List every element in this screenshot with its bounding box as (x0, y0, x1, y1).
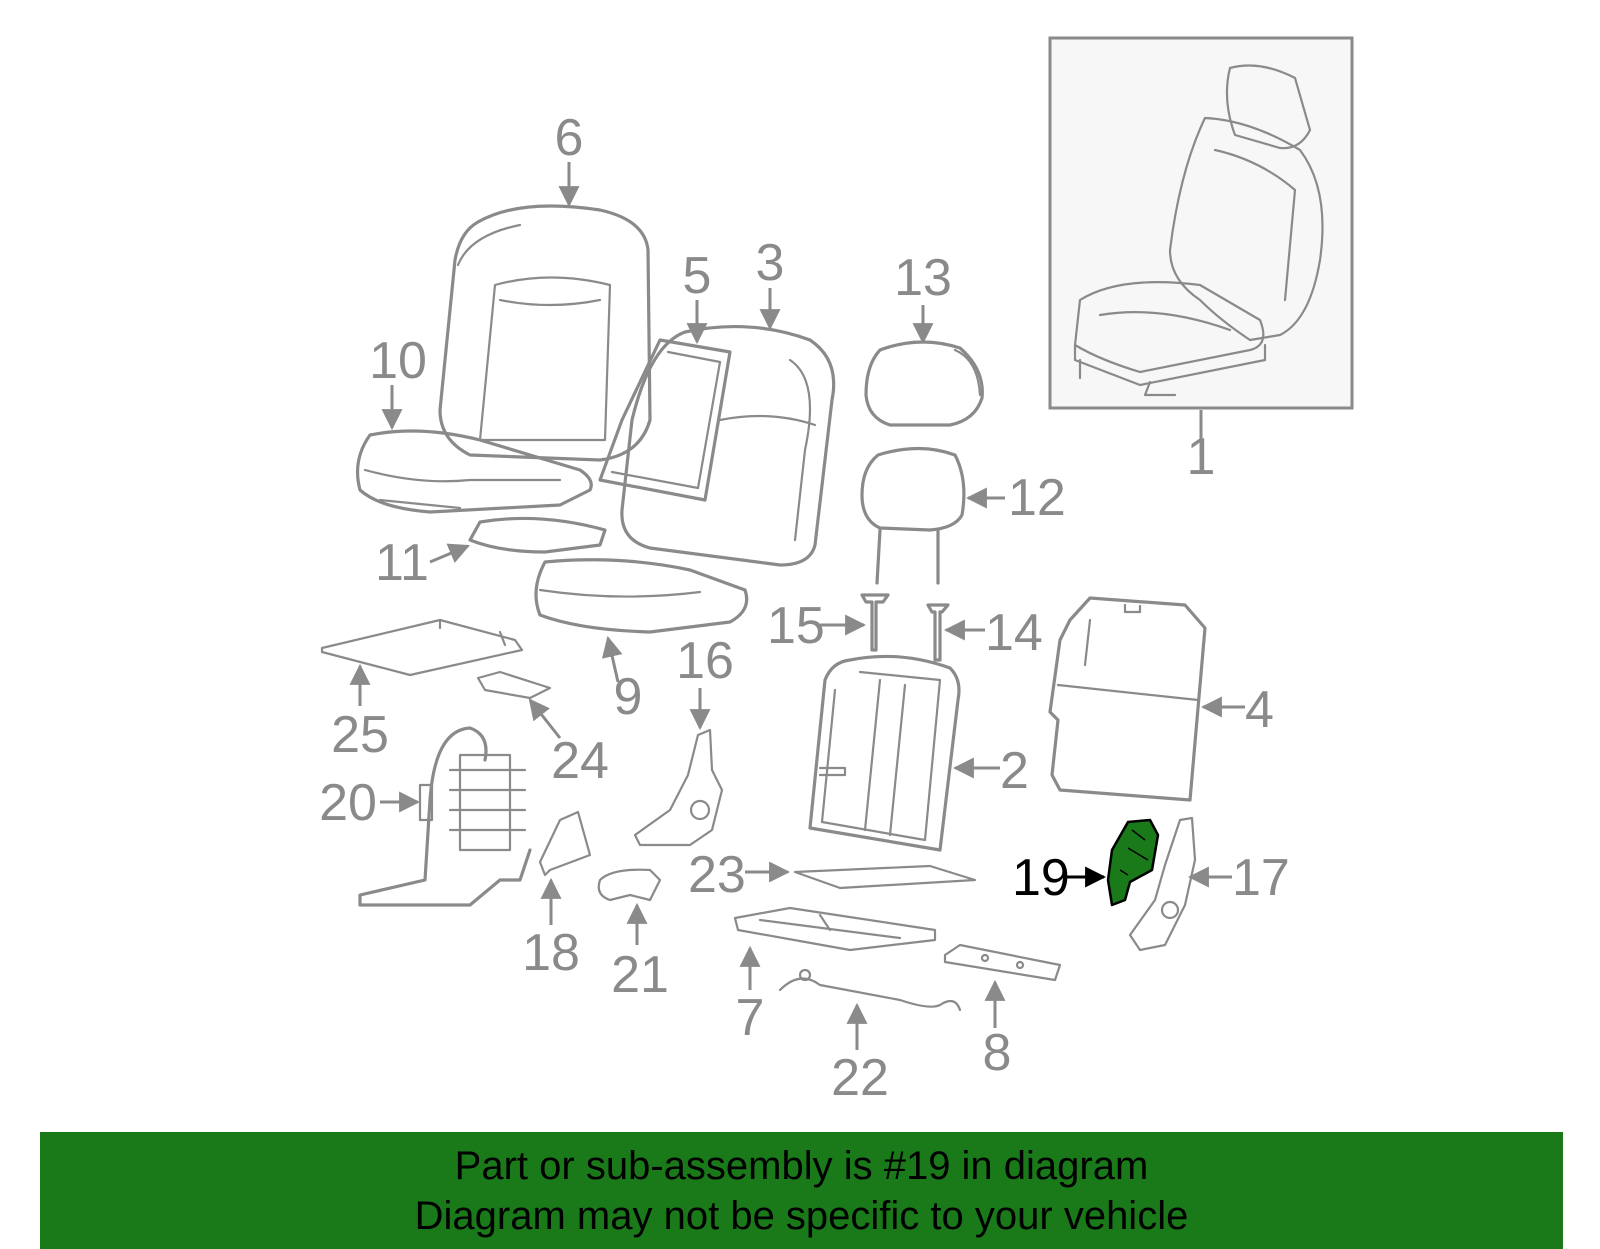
callout-1: 1 (1187, 428, 1216, 486)
part-14-headrest-guide (926, 603, 985, 662)
part-7-seat-pan (733, 906, 937, 990)
callout-4: 4 (1245, 681, 1274, 739)
part-1-complete-seat (1048, 36, 1354, 455)
part-8-rail-trim (943, 943, 1062, 1028)
callout-11: 11 (375, 534, 429, 592)
callout-13: 13 (894, 249, 952, 307)
part-6-seat-back-cover (438, 162, 652, 462)
callout-23: 23 (688, 846, 746, 904)
part-16-recliner-plate (633, 688, 724, 847)
part-17-side-plate (1128, 816, 1232, 952)
part-21-trim-cover (597, 868, 662, 945)
part-18-side-bracket (538, 810, 592, 925)
part-22-wire-harness (778, 968, 962, 1050)
callout-12: 12 (1008, 469, 1066, 527)
callout-24: 24 (551, 732, 609, 790)
callout-2: 2 (1000, 742, 1029, 800)
callout-9: 9 (614, 668, 643, 726)
callout-10: 10 (369, 332, 427, 390)
callout-20: 20 (319, 774, 377, 832)
part-2-back-frame (808, 654, 1000, 852)
callout-16: 16 (676, 632, 734, 690)
part-23-pad-sheet (745, 861, 977, 890)
part-24-bracket (476, 670, 562, 739)
part-12-headrest (860, 446, 1005, 585)
part-3-seat-back-pad (620, 288, 836, 567)
part-13-headrest-cover (864, 305, 984, 427)
callout-15: 15 (767, 597, 825, 655)
callout-25: 25 (331, 706, 389, 764)
callout-3: 3 (756, 234, 785, 292)
callout-19: 19 (1012, 849, 1070, 907)
callout-7: 7 (736, 989, 765, 1047)
part-25-cushion-panel (320, 618, 524, 706)
part-15-headrest-guide (820, 593, 890, 652)
part-4-back-board (1048, 596, 1245, 802)
callout-5: 5 (683, 247, 712, 305)
callout-17: 17 (1232, 849, 1290, 907)
callout-21: 21 (611, 946, 669, 1004)
callout-14: 14 (985, 604, 1043, 662)
part-5-back-panel (598, 300, 732, 502)
banner-line-1: Part or sub-assembly is #19 in diagram (454, 1143, 1149, 1188)
part-20-cushion-frame (358, 726, 532, 907)
callout-22: 22 (831, 1049, 889, 1107)
part-10-cushion-cover (356, 385, 593, 514)
callout-18: 18 (522, 924, 580, 982)
part-11-cushion-insert (429, 516, 607, 564)
info-banner: Part or sub-assembly is #19 in diagram D… (40, 1132, 1563, 1249)
callout-6: 6 (555, 109, 584, 167)
part-9-cushion-pad (534, 558, 749, 683)
part-19-highlighted-cover (1066, 818, 1160, 907)
banner-line-2: Diagram may not be specific to your vehi… (414, 1193, 1189, 1238)
callout-8: 8 (983, 1024, 1012, 1082)
